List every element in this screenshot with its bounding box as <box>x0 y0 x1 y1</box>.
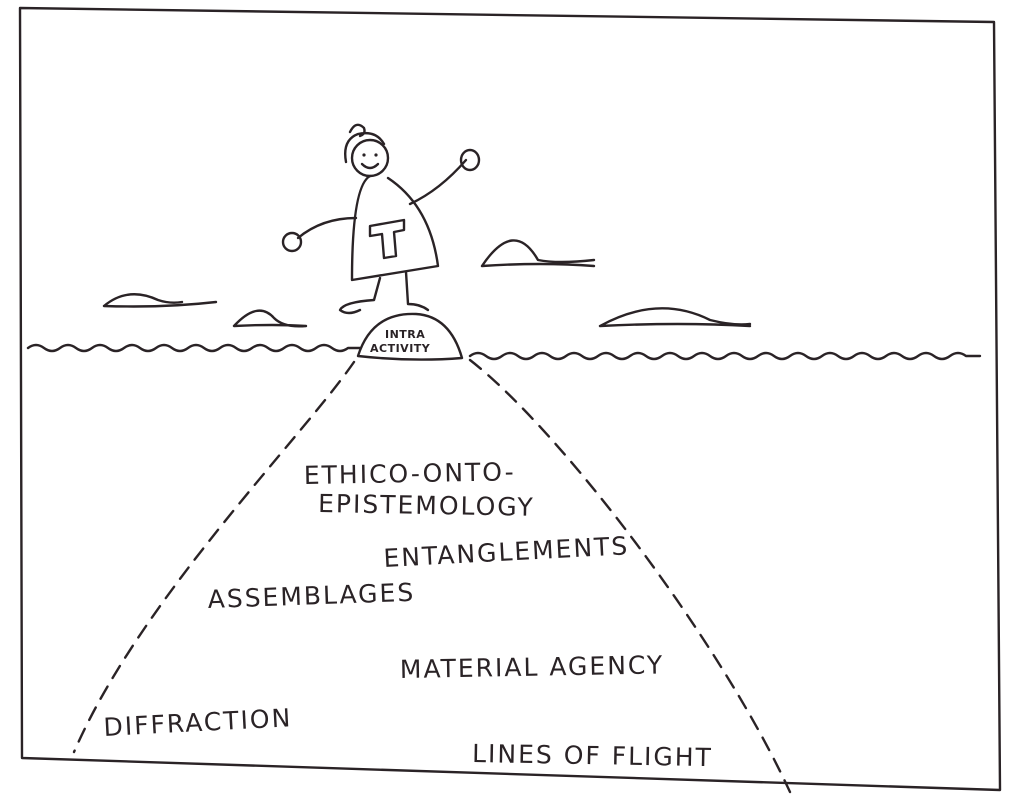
concept-material-agency: MATERIAL AGENCY <box>400 650 665 684</box>
concept-epistemology: EPISTEMOLOGY <box>318 489 535 522</box>
figure-eye-left <box>362 153 366 157</box>
figure-hand-right <box>459 148 481 172</box>
frame-border <box>18 6 1002 792</box>
figure-eye-right <box>374 153 378 157</box>
stick-figure <box>281 123 481 315</box>
floe-1 <box>102 293 218 308</box>
iceberg-body-outline <box>72 360 356 754</box>
figure-head <box>350 138 390 178</box>
concept-diffraction: DIFFRACTION <box>103 703 293 742</box>
iceberg-body-outline-right <box>468 358 792 794</box>
figure-hair-bun <box>344 123 386 164</box>
ice-floes <box>102 239 752 328</box>
concept-entanglements: ENTANGLEMENTS <box>383 531 630 573</box>
iceberg-tip <box>356 312 464 361</box>
figure-hand-left <box>281 231 303 253</box>
tip-label-line-2: ACTIVITY <box>370 342 431 355</box>
concept-ethico-onto: ETHICO-ONTO- <box>304 457 516 490</box>
figure-leg-right <box>404 270 430 312</box>
figure-smile <box>360 162 380 170</box>
tip-label-line-1: INTRA <box>385 328 425 341</box>
figure-shirt-emblem <box>368 218 406 260</box>
concept-lines-of-flight: LINES OF FLIGHT <box>472 739 713 772</box>
figure-dress <box>350 174 440 282</box>
figure-arm-right <box>408 158 468 206</box>
figure-arm-left <box>296 216 358 240</box>
figure-leg-left <box>338 276 382 315</box>
concept-assemblages: ASSEMBLAGES <box>207 578 415 614</box>
floe-3 <box>480 239 596 268</box>
waterline <box>26 343 982 361</box>
floe-4 <box>598 307 752 328</box>
floe-2 <box>232 309 308 328</box>
